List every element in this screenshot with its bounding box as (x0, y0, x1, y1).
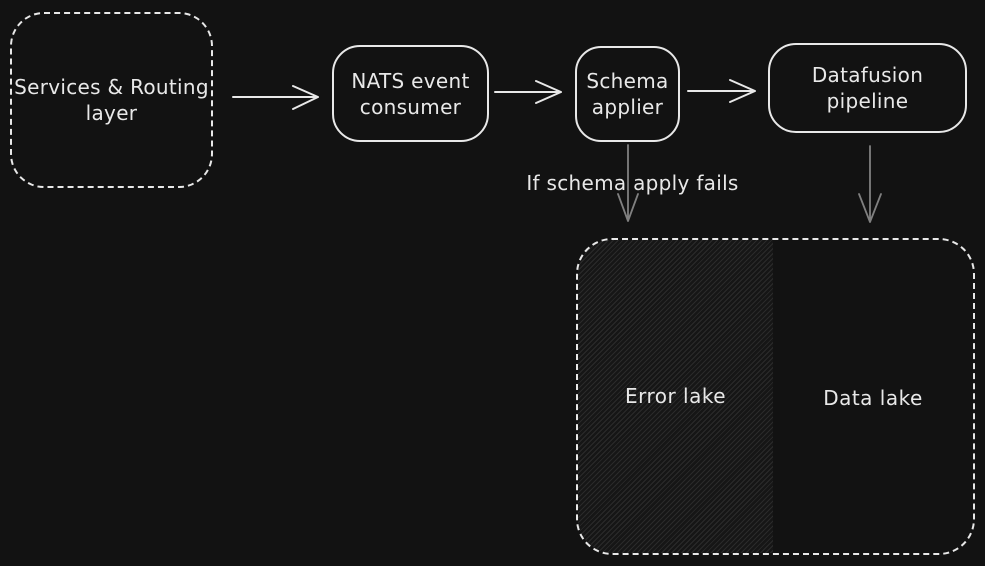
node-schema-applier: Schema applier (575, 46, 680, 142)
node-label-datafusion-pipeline: Datafusion pipeline (811, 63, 924, 113)
node-label-nats-event-consumer: NATS event consumer (351, 68, 470, 119)
label-error-lake: Error lake (624, 384, 727, 408)
label-data-lake: Data lake (823, 386, 923, 410)
label-if-schema-apply-fails: If schema apply fails (526, 171, 739, 195)
arrow-schema-to-datafusion (687, 79, 756, 103)
group-lakes-container: Error lake Data lake (576, 238, 975, 555)
arrow-services-to-nats (232, 85, 319, 110)
node-services-routing-layer: Services & Routing layer (10, 12, 213, 188)
region-error-lake-hatched (578, 240, 773, 553)
node-label-schema-applier: Schema applier (586, 69, 669, 119)
arrow-datafusion-to-data-lake (858, 145, 882, 223)
node-nats-event-consumer: NATS event consumer (332, 45, 489, 142)
node-label-services-routing-layer: Services & Routing layer (14, 75, 209, 125)
node-datafusion-pipeline: Datafusion pipeline (768, 43, 967, 133)
arrow-nats-to-schema (494, 80, 562, 104)
